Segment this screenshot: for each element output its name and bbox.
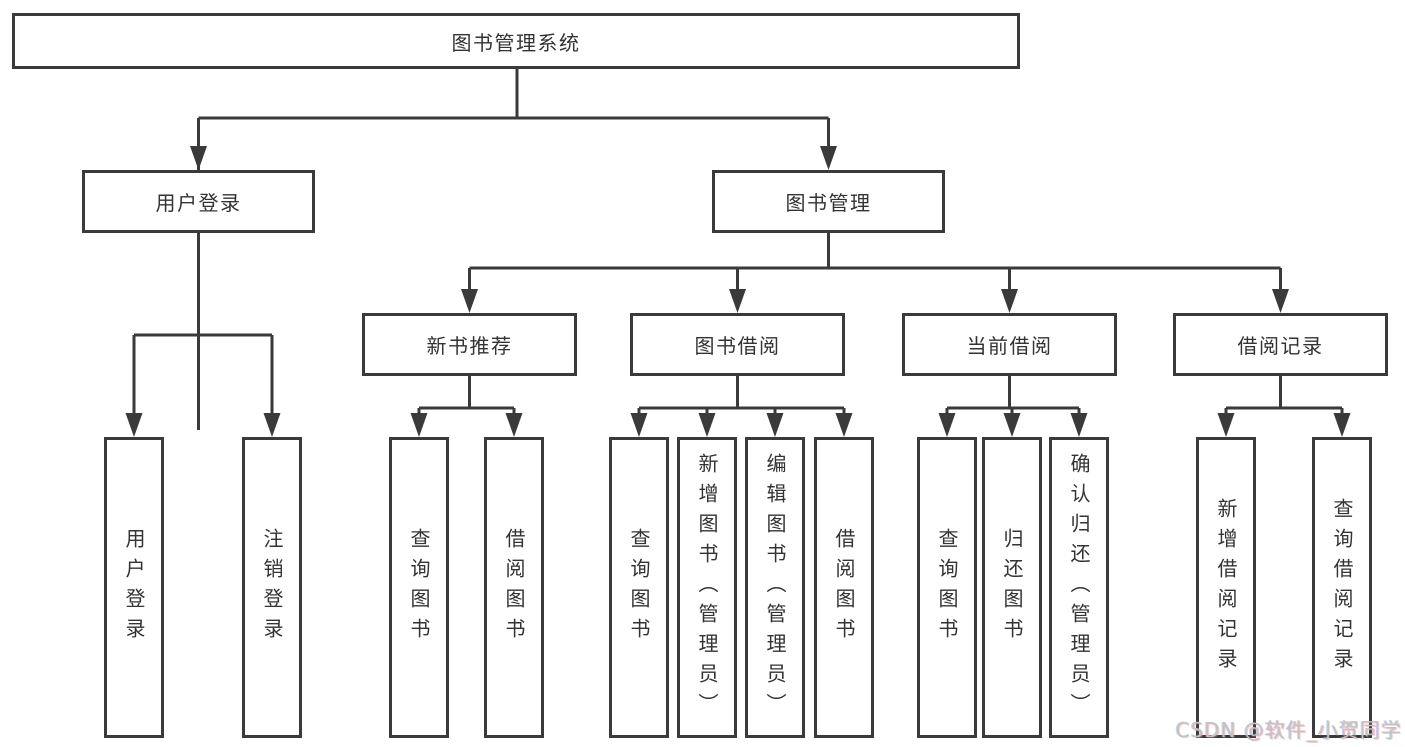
node-library-system: 图书管理系统 xyxy=(12,13,1020,69)
leaf-current-query-books: 查询图书 xyxy=(917,437,977,738)
arrowhead xyxy=(820,146,837,170)
leaf-edit-books-admin: 编辑图书（管理员） xyxy=(745,437,805,738)
leaf-newbook-borrow-books: 借阅图书 xyxy=(484,437,544,738)
arrowhead xyxy=(835,413,853,437)
leaf-user-login: 用户登录 xyxy=(104,437,164,738)
arrowhead xyxy=(1217,413,1235,437)
leaf-query-borrow-record: 查询借阅记录 xyxy=(1312,437,1372,738)
arrowhead xyxy=(698,413,716,437)
leaf-borrow-query-books: 查询图书 xyxy=(609,437,669,738)
arrowhead xyxy=(1003,413,1021,437)
arrowhead xyxy=(1272,289,1289,313)
leaf-return-books: 归还图书 xyxy=(982,437,1042,738)
arrowhead xyxy=(1333,413,1351,437)
leaf-newbook-query-books: 查询图书 xyxy=(389,437,449,738)
node-user-login: 用户登录 xyxy=(82,170,315,233)
arrowhead xyxy=(410,413,428,437)
csdn-watermark: CSDN @软件_小贺同学 xyxy=(1175,718,1402,742)
arrowhead xyxy=(190,146,207,170)
arrowhead xyxy=(125,413,143,437)
arrowhead xyxy=(938,413,956,437)
arrowhead xyxy=(505,413,523,437)
arrowhead xyxy=(461,289,478,313)
arrowhead xyxy=(766,413,784,437)
arrowhead xyxy=(729,289,746,313)
node-book-management: 图书管理 xyxy=(712,170,945,233)
node-current-borrow: 当前借阅 xyxy=(902,313,1117,376)
node-borrow-record: 借阅记录 xyxy=(1173,313,1388,376)
arrowhead xyxy=(1070,413,1088,437)
leaf-confirm-return-admin: 确认归还（管理员） xyxy=(1049,437,1109,738)
leaf-logout: 注销登录 xyxy=(242,437,302,738)
node-book-borrow: 图书借阅 xyxy=(630,313,845,376)
leaf-add-borrow-record: 新增借阅记录 xyxy=(1196,437,1256,738)
node-new-book-recommend: 新书推荐 xyxy=(362,313,577,376)
arrowhead xyxy=(263,413,281,437)
arrowhead xyxy=(630,413,648,437)
leaf-borrow-books: 借阅图书 xyxy=(814,437,874,738)
arrowhead xyxy=(1001,289,1018,313)
leaf-add-books-admin: 新增图书（管理员） xyxy=(677,437,737,738)
